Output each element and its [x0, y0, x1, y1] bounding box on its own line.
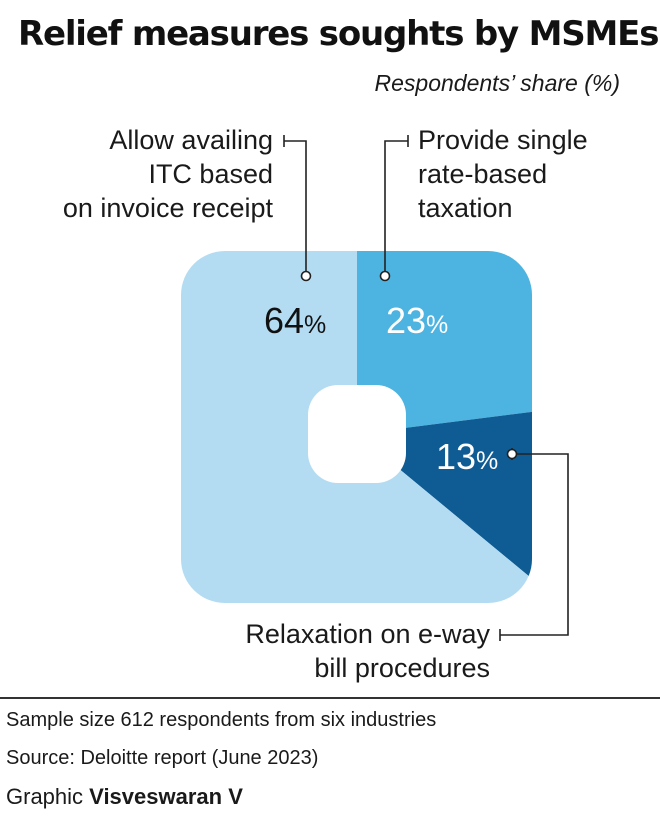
leader-marker — [506, 448, 518, 460]
value-label: 64% — [264, 300, 326, 341]
category-label: Provide single rate-based taxation — [418, 125, 588, 223]
category-label-line: Provide single — [418, 125, 588, 155]
category-label: Relaxation on e-way bill procedures — [245, 619, 490, 683]
category-label-line: on invoice receipt — [63, 193, 274, 223]
credit-name: Visveswaran V — [89, 784, 243, 809]
category-label-line: rate-based — [418, 159, 547, 189]
sample-note: Sample size 612 respondents from six ind… — [6, 709, 437, 731]
leader-line — [500, 453, 569, 636]
value-number: 64 — [264, 300, 304, 341]
leader-line — [384, 140, 408, 276]
leader-line — [284, 140, 307, 276]
graphic-credit: Graphic Visveswaran V — [6, 784, 243, 810]
leader-marker — [300, 270, 312, 282]
category-label-line: bill procedures — [314, 653, 490, 683]
value-label: 13% — [436, 436, 498, 477]
credit-prefix: Graphic — [6, 784, 84, 809]
value-suffix: % — [304, 311, 326, 339]
category-label-line: Allow availing — [109, 125, 273, 155]
value-suffix: % — [426, 311, 448, 339]
value-suffix: % — [476, 447, 498, 475]
category-label-line: Relaxation on e-way — [245, 619, 490, 649]
source-note: Source: Deloitte report (June 2023) — [6, 747, 319, 769]
category-label-line: taxation — [418, 193, 513, 223]
chart-subtitle: Respondents’ share (%) — [374, 70, 620, 96]
category-label-line: ITC based — [148, 159, 273, 189]
pie-slice — [357, 393, 532, 603]
value-number: 13 — [436, 436, 476, 477]
leader-marker — [379, 270, 391, 282]
pie-slice — [357, 251, 532, 434]
footer-divider — [0, 697, 660, 699]
value-label: 23% — [386, 300, 448, 341]
value-number: 23 — [386, 300, 426, 341]
center-hole — [308, 385, 406, 483]
chart-title: Relief measures soughts by MSMEs — [18, 14, 659, 54]
